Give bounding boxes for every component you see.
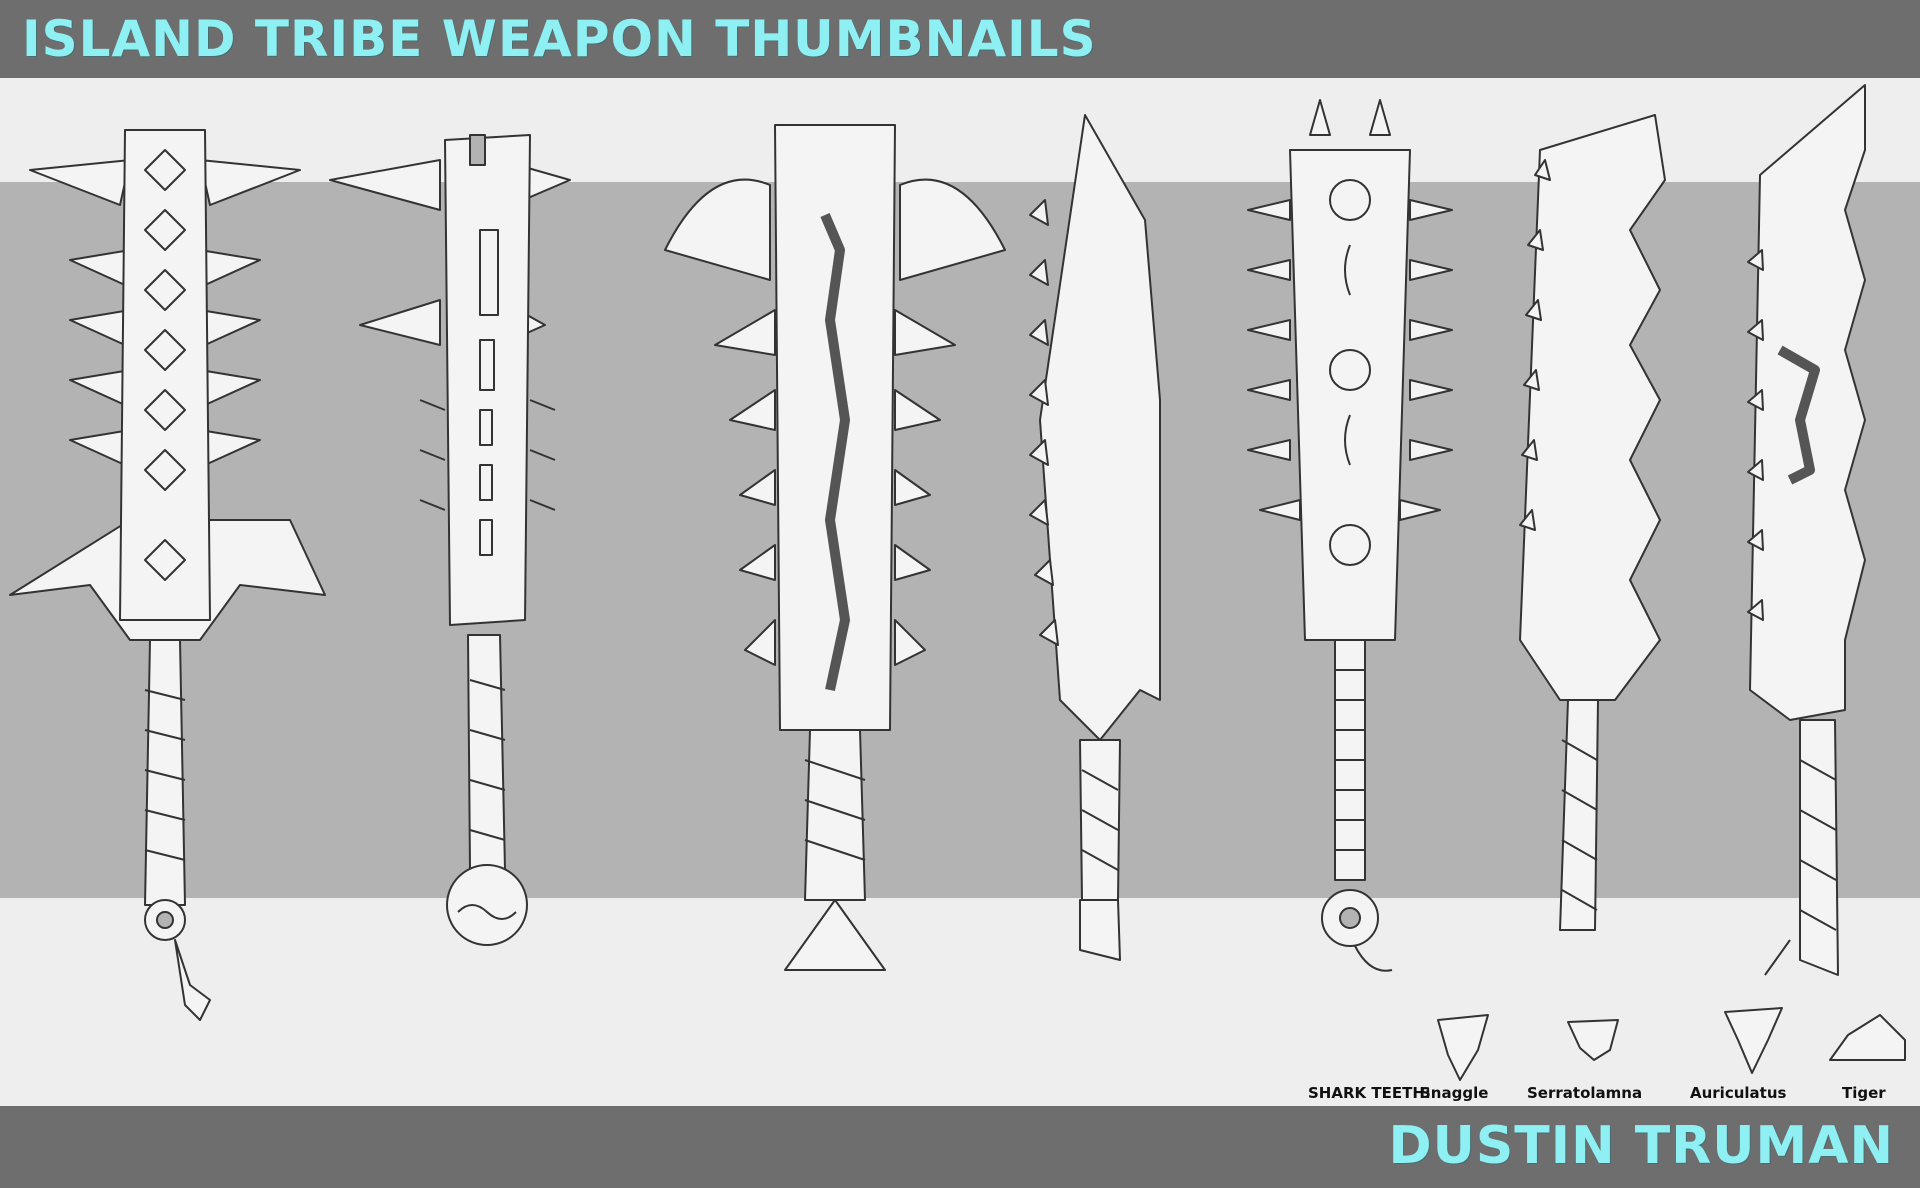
weapon-club-diamond bbox=[9, 129, 326, 1021]
author-name: DUSTIN TRUMAN bbox=[1388, 1116, 1894, 1176]
weapon-paddle-slotted bbox=[329, 134, 571, 946]
bottom-light-band bbox=[0, 898, 1920, 1106]
footer-bar bbox=[0, 1106, 1920, 1188]
weapon-blade-fins bbox=[664, 124, 1006, 971]
shark-tooth-serratolamna-icon bbox=[1567, 1019, 1619, 1061]
legend-tooth-auriculatus: Auriculatus bbox=[1690, 1084, 1787, 1102]
shark-tooth-tiger-icon bbox=[1829, 1014, 1906, 1061]
weapon-sword-serrated bbox=[1029, 114, 1161, 961]
legend-tooth-tiger: Tiger bbox=[1842, 1084, 1886, 1102]
weapon-blade-tiger bbox=[1747, 84, 1866, 976]
legend-label: SHARK TEETH: bbox=[1308, 1084, 1431, 1102]
weapon-blade-wavy bbox=[1519, 114, 1666, 931]
header-bar bbox=[0, 0, 1920, 78]
weapon-totem-spiked bbox=[1247, 99, 1453, 972]
shark-tooth-auriculatus-icon bbox=[1724, 1007, 1783, 1074]
weapon-illustrations bbox=[9, 84, 1906, 1081]
legend-tooth-serratolamna: Serratolamna bbox=[1527, 1084, 1643, 1102]
shark-tooth-snaggle-icon bbox=[1437, 1014, 1489, 1081]
legend-tooth-snaggle: Snaggle bbox=[1420, 1084, 1489, 1102]
page-title: ISLAND TRIBE WEAPON THUMBNAILS bbox=[22, 10, 1097, 68]
